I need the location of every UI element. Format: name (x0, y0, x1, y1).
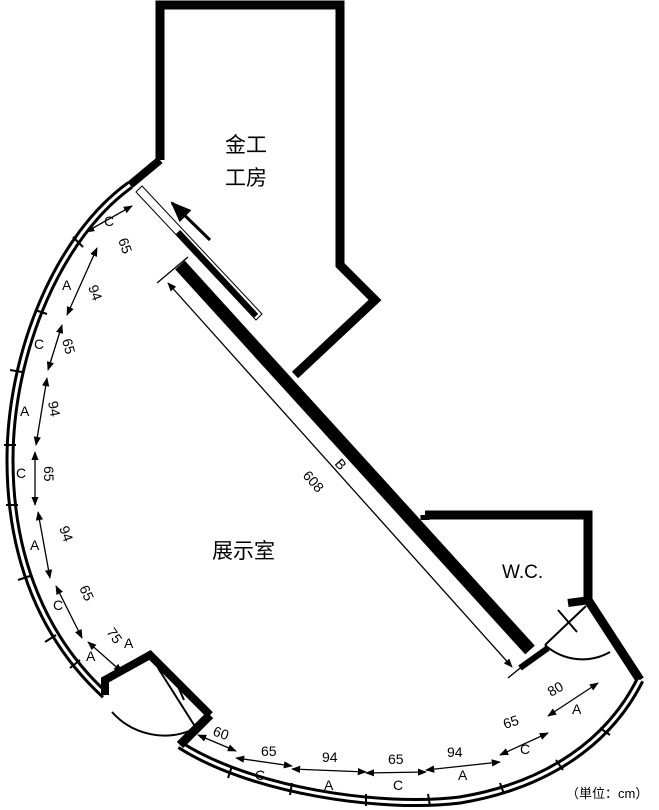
entrance-door[interactable] (111, 667, 197, 737)
svg-text:C: C (53, 597, 63, 613)
svg-text:A: A (572, 701, 582, 717)
wc-right-wall (584, 597, 644, 683)
window-mullions-left (4, 236, 84, 669)
bottom-arc-window-labels: C A C A C A (255, 701, 582, 793)
svg-text:C: C (16, 465, 26, 481)
wc-door-jamb (567, 596, 591, 607)
room-label-exhibition: 展示室 (212, 540, 275, 563)
curved-exterior-wall (5, 181, 133, 699)
window-mullions-bottom (227, 727, 611, 807)
svg-text:A: A (30, 537, 40, 553)
svg-text:C: C (104, 213, 114, 229)
svg-text:65: 65 (76, 583, 97, 604)
bottom-arc-dim-values: 60 65 94 65 94 65 80 (211, 678, 566, 767)
svg-text:C: C (520, 741, 530, 757)
room-label-metal-workshop-line1: 金工 (225, 134, 267, 157)
svg-text:60: 60 (211, 723, 231, 743)
svg-text:C: C (34, 336, 44, 352)
svg-text:65: 65 (115, 236, 135, 256)
workshop-wall (155, 0, 382, 379)
svg-text:94: 94 (322, 749, 338, 765)
curved-window-glass (8, 183, 131, 697)
svg-text:65: 65 (388, 751, 404, 767)
bottom-window-glass (179, 679, 642, 805)
bottom-curved-wall (177, 677, 645, 808)
svg-text:94: 94 (85, 283, 105, 303)
svg-text:65: 65 (59, 337, 79, 356)
svg-text:65: 65 (261, 743, 277, 759)
svg-text:C: C (393, 777, 403, 793)
room-label-metal-workshop-line2: 工房 (225, 167, 267, 190)
svg-text:94: 94 (56, 524, 76, 544)
main-wall-length: 608 (300, 467, 328, 495)
bottom-left-stub (176, 711, 214, 749)
extra-window-label: A (124, 635, 134, 651)
main-wall-label: B (332, 455, 350, 473)
left-arc-window-labels: C A C A C A C A A (16, 213, 134, 664)
workshop-left-stub (127, 156, 163, 189)
svg-text:A: A (86, 648, 96, 664)
svg-text:80: 80 (545, 678, 567, 700)
svg-text:65: 65 (501, 712, 521, 732)
entrance-wall-stub (101, 650, 213, 718)
svg-text:94: 94 (45, 400, 63, 418)
svg-text:A: A (20, 403, 30, 419)
left-arc-dim-values: 65 94 65 94 65 94 65 75 (41, 236, 136, 647)
svg-text:A: A (324, 777, 334, 793)
svg-text:65: 65 (41, 466, 57, 482)
sliding-direction-arrow (170, 201, 212, 242)
svg-text:94: 94 (447, 744, 463, 760)
svg-text:A: A (62, 277, 72, 293)
left-arc-dimensions (31, 205, 133, 673)
bottom-arc-dimensions (197, 682, 599, 777)
svg-text:C: C (255, 767, 265, 783)
unit-note: （単位：cm） (566, 786, 648, 801)
room-label-wc: W.C. (502, 562, 543, 583)
dimension-608 (167, 282, 513, 668)
svg-text:75: 75 (104, 625, 126, 647)
wc-door[interactable] (544, 605, 611, 661)
svg-text:A: A (458, 767, 468, 783)
